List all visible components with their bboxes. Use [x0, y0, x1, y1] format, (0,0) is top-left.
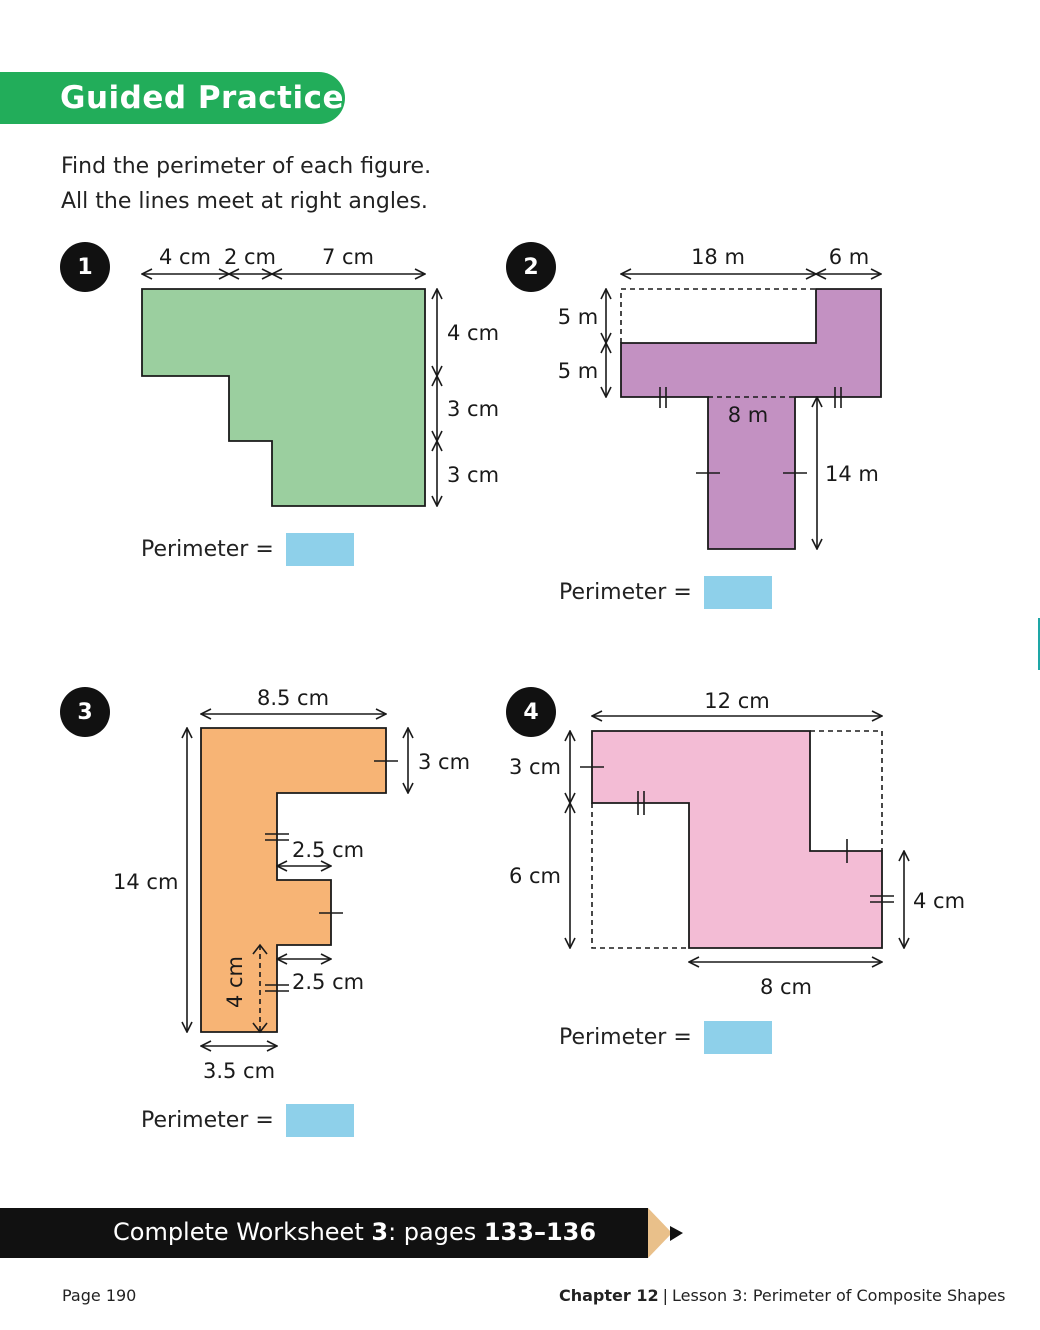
- figure-4: 12 cm 3 cm 6 cm 4 cm 8 cm: [509, 689, 965, 999]
- problem-4-number: 4: [506, 687, 556, 737]
- figure-1-label: 7 cm: [322, 245, 374, 269]
- figure-1-label: 2 cm: [224, 245, 276, 269]
- figure-2-shape: [620, 288, 882, 550]
- problem-2-number: 2: [506, 242, 556, 292]
- figure-4-label: 6 cm: [509, 864, 561, 888]
- page-number: Page 190: [62, 1286, 137, 1305]
- problem-1-answer-box[interactable]: [286, 533, 354, 566]
- figure-2-label: 8 m: [728, 403, 769, 427]
- figure-1-label: 3 cm: [447, 397, 499, 421]
- figure-3-label: 8.5 cm: [257, 686, 329, 710]
- problem-4-answer-box[interactable]: [704, 1021, 772, 1054]
- figure-3-label: 3 cm: [418, 750, 470, 774]
- figure-4-label: 4 cm: [913, 889, 965, 913]
- problem-3-number: 3: [60, 687, 110, 737]
- problem-1-perimeter-label: Perimeter =: [141, 537, 274, 562]
- figure-2-label: 14 m: [825, 462, 879, 486]
- figure-2: 18 m 6 m 5 m 5 m 8 m 14 m: [558, 245, 881, 549]
- figure-4-label: 12 cm: [704, 689, 769, 713]
- figure-4-shape: [591, 730, 883, 949]
- instruction-line-1: Find the perimeter of each figure.: [61, 154, 432, 179]
- figure-4-label: 3 cm: [509, 755, 561, 779]
- figure-4-dashed-outline: [591, 803, 689, 949]
- figure-3-label: 4 cm: [223, 956, 247, 1008]
- problem-4-perimeter-label: Perimeter =: [559, 1025, 692, 1050]
- figure-3-label: 14 cm: [113, 870, 178, 894]
- section-title: Guided Practice: [60, 80, 344, 116]
- worksheet-number: 3: [371, 1218, 389, 1246]
- problem-1-number: 1: [60, 242, 110, 292]
- figure-2-label: 6 m: [829, 245, 870, 269]
- worksheet-bar: [0, 1208, 648, 1258]
- chapter-divider: |: [662, 1286, 668, 1305]
- figure-3-arrowhead: [252, 943, 268, 955]
- problem-2-answer-box[interactable]: [704, 576, 772, 609]
- figure-1-shape: [141, 288, 426, 507]
- instruction-line-2: All the lines meet at right angles.: [61, 189, 428, 214]
- pencil-tip-icon: [648, 1208, 683, 1258]
- chapter-lesson: Chapter 12|Lesson 3: Perimeter of Compos…: [559, 1286, 1005, 1305]
- figure-3-label: 2.5 cm: [292, 838, 364, 862]
- lesson-label: Lesson 3: Perimeter of Composite Shapes: [672, 1286, 1006, 1305]
- figure-2-dashed-outline: [620, 288, 816, 343]
- figure-3-label: 2.5 cm: [292, 970, 364, 994]
- worksheet-pages: 133–136: [483, 1218, 597, 1246]
- problem-2-perimeter-label: Perimeter =: [559, 580, 692, 605]
- figure-3-shape: [200, 727, 387, 1033]
- page-edge-tab: [1038, 618, 1040, 670]
- figure-1: 4 cm 2 cm 7 cm 4 cm 3 cm 3 cm: [142, 245, 499, 506]
- figure-3: 8.5 cm 3 cm 2.5 cm 14 cm 2.5 cm 4 cm 3.5…: [113, 686, 470, 1083]
- figure-2-label: 5 m: [558, 305, 599, 329]
- figure-3-label: 3.5 cm: [203, 1059, 275, 1083]
- figure-4-label: 8 cm: [760, 975, 812, 999]
- chapter-label: Chapter 12: [559, 1286, 659, 1305]
- figure-1-label: 4 cm: [159, 245, 211, 269]
- worksheet-instruction: Complete Worksheet 3: pages 133–136: [113, 1218, 596, 1246]
- problem-3-perimeter-label: Perimeter =: [141, 1108, 274, 1133]
- worksheet-mid: : pages: [388, 1218, 484, 1246]
- figure-1-label: 3 cm: [447, 463, 499, 487]
- figure-2-label: 18 m: [691, 245, 745, 269]
- figure-1-label: 4 cm: [447, 321, 499, 345]
- worksheet-prefix: Complete Worksheet: [113, 1218, 372, 1246]
- figure-3-arrowhead: [252, 1022, 268, 1034]
- section-banner: [0, 72, 345, 124]
- figure-4-dashed-outline: [810, 730, 883, 851]
- problem-3-answer-box[interactable]: [286, 1104, 354, 1137]
- figure-2-label: 5 m: [558, 359, 599, 383]
